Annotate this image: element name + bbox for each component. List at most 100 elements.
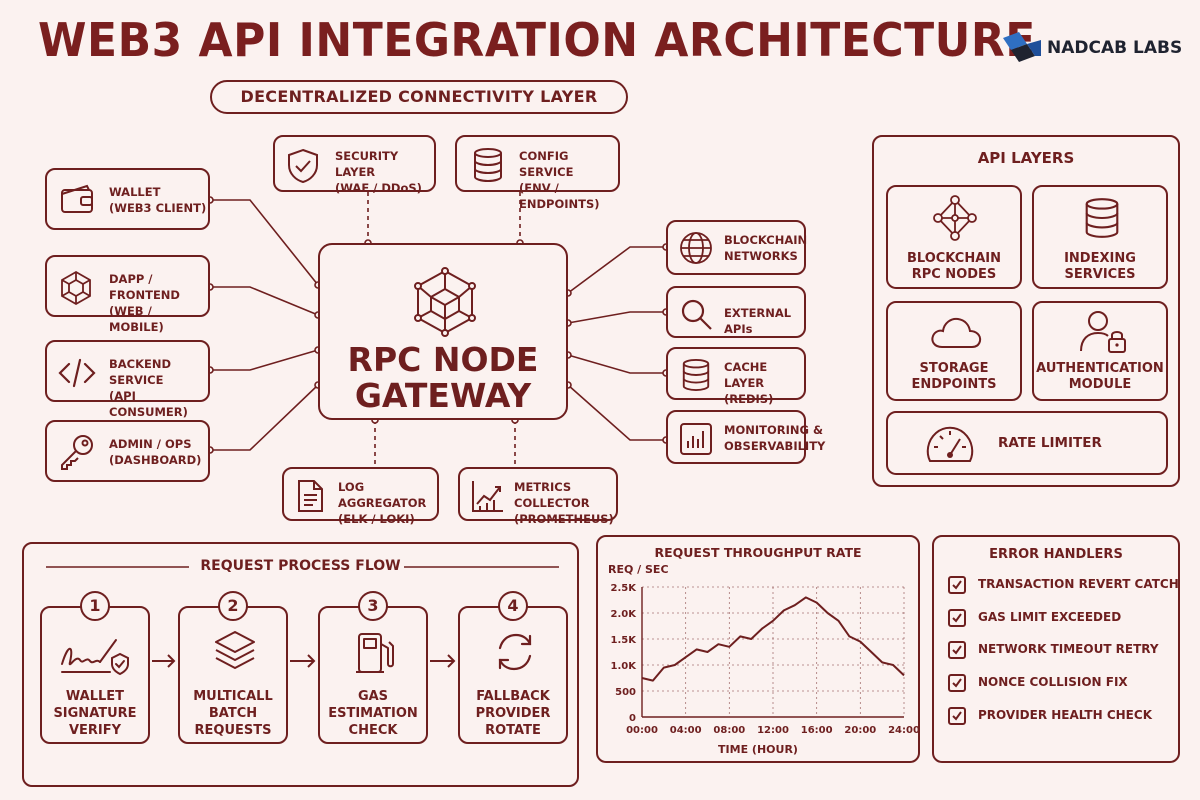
x-tick-label: 24:00 [888, 725, 918, 736]
layer-indexing[interactable]: INDEXING SERVICES [1032, 185, 1168, 289]
flow-step-4-line3: ROTATE [485, 723, 541, 738]
client-admin-label: ADMIN / OPS [109, 437, 192, 451]
trend-chart-icon [472, 481, 503, 512]
checkbox-checked-icon[interactable] [948, 674, 966, 692]
document-icon [298, 480, 323, 512]
service-metrics-collector[interactable]: METRICS COLLECTOR (PROMETHEUS) [458, 467, 618, 526]
client-backend-sub: (API CONSUMER) [109, 389, 188, 419]
flow-step-3[interactable]: GAS ESTIMATION CHECK [318, 606, 428, 744]
layer-authentication[interactable]: AUTHENTICATION MODULE [1032, 301, 1168, 401]
chart-x-label: TIME (HOUR) [718, 743, 798, 756]
rpc-node-gateway[interactable]: RPC NODE GATEWAY [318, 243, 568, 420]
layer-indexing-sub: SERVICES [1064, 267, 1136, 282]
client-admin[interactable]: ADMIN / OPS (DASHBOARD) [45, 420, 210, 482]
error-item-label: NONCE COLLISION FIX [978, 675, 1128, 689]
service-monitoring[interactable]: MONITORING & OBSERVABILITY [666, 410, 825, 464]
error-item[interactable]: NETWORK TIMEOUT RETRY [948, 639, 1188, 663]
client-wallet-sub: (WEB3 CLIENT) [109, 201, 207, 215]
brand-mark-icon [1003, 32, 1041, 62]
flow-step-1-line3: VERIFY [68, 723, 122, 738]
service-metrics-sub: (PROMETHEUS) [514, 512, 614, 526]
flow-step-2-line2: BATCH [208, 706, 258, 721]
checkbox-checked-icon[interactable] [948, 641, 966, 659]
flow-step-4-line2: PROVIDER [475, 706, 551, 721]
service-blockchain-networks[interactable]: BLOCKCHAIN NETWORKS [666, 220, 807, 275]
service-config[interactable]: CONFIG SERVICE (ENV / ENDPOINTS) [455, 135, 620, 211]
key-icon [61, 435, 93, 470]
flow-step-1-line2: SIGNATURE [53, 706, 137, 721]
service-external-apis[interactable]: EXTERNAL APIs [666, 286, 806, 338]
gateway-title-line2: GATEWAY [354, 376, 532, 415]
service-security-label: SECURITY LAYER [335, 149, 399, 179]
client-wallet[interactable]: WALLET (WEB3 CLIENT) [45, 168, 210, 230]
layer-auth-sub: MODULE [1068, 377, 1132, 392]
page-title: WEB3 API INTEGRATION ARCHITECTURE [38, 14, 1036, 68]
service-security[interactable]: SECURITY LAYER (WAF / DDoS) [273, 135, 436, 195]
flow-step-2-number: 2 [218, 591, 248, 621]
database-icon [682, 359, 710, 392]
client-backend[interactable]: BACKEND SERVICE (API CONSUMER) [45, 340, 210, 419]
error-item[interactable]: GAS LIMIT EXCEEDED [948, 607, 1188, 631]
error-item[interactable]: TRANSACTION REVERT CATCH [948, 574, 1188, 598]
layer-blockchain-sub: RPC NODES [911, 267, 997, 282]
x-tick-label: 04:00 [670, 725, 702, 736]
client-dapp[interactable]: DAPP / FRONTEND (WEB / MOBILE) [45, 255, 210, 334]
service-config-label: CONFIG SERVICE [519, 149, 574, 179]
x-tick-label: 20:00 [844, 725, 876, 736]
layer-rate-limiter[interactable]: RATE LIMITER [886, 411, 1168, 475]
service-config-sub: (ENV / ENDPOINTS) [519, 181, 600, 211]
error-item-label: NETWORK TIMEOUT RETRY [978, 642, 1159, 656]
chart-y-label: REQ / SEC [608, 563, 669, 576]
flow-step-4-number: 4 [498, 591, 528, 621]
client-wallet-label: WALLET [109, 185, 161, 199]
layer-blockchain-rpc[interactable]: BLOCKCHAIN RPC NODES [886, 185, 1022, 289]
user-lock-icon [1080, 311, 1126, 353]
y-tick-label: 500 [615, 687, 636, 698]
client-dapp-sub: (WEB / MOBILE) [109, 304, 164, 334]
service-monitoring-sub: OBSERVABILITY [724, 439, 826, 453]
code-icon [58, 358, 96, 388]
series-line [641, 596, 905, 682]
x-tick-label: 12:00 [757, 725, 789, 736]
layer-blockchain-label: BLOCKCHAIN [906, 251, 1001, 266]
flow-step-3-line2: ESTIMATION [328, 706, 418, 721]
shield-icon [288, 148, 318, 184]
y-tick-label: 1.5K [611, 635, 638, 646]
error-item-label: TRANSACTION REVERT CATCH [978, 577, 1179, 591]
api-layers-title: API LAYERS [977, 149, 1075, 167]
globe-icon [680, 232, 712, 264]
service-blockchain-sub: NETWORKS [724, 249, 798, 263]
rate-limiter-label: RATE LIMITER [998, 435, 1102, 451]
x-tick-label: 00:00 [626, 725, 658, 736]
service-external-label: EXTERNAL APIs [724, 306, 792, 336]
cube-network-icon [61, 270, 91, 306]
service-metrics-label: METRICS COLLECTOR [514, 480, 590, 510]
flow-step-1-number: 1 [80, 591, 110, 621]
error-item-label: GAS LIMIT EXCEEDED [978, 610, 1122, 624]
flow-title-rules [46, 566, 559, 568]
gateway-title-line1: RPC NODE [347, 340, 539, 379]
refresh-icon [498, 633, 532, 671]
layer-auth-label: AUTHENTICATION [1036, 361, 1164, 376]
error-item[interactable]: PROVIDER HEALTH CHECK [948, 705, 1188, 729]
checkbox-checked-icon[interactable] [948, 609, 966, 627]
page-subtitle: DECENTRALIZED CONNECTIVITY LAYER [210, 80, 628, 114]
layer-storage-sub: ENDPOINTS [911, 377, 997, 392]
client-admin-sub: (DASHBOARD) [109, 453, 202, 467]
layer-storage[interactable]: STORAGE ENDPOINTS [886, 301, 1022, 401]
checkbox-checked-icon[interactable] [948, 707, 966, 725]
error-item[interactable]: NONCE COLLISION FIX [948, 672, 1188, 696]
layer-storage-label: STORAGE [919, 361, 989, 376]
flow-step-3-line1: GAS [357, 689, 389, 704]
flow-title: REQUEST PROCESS FLOW [200, 558, 401, 574]
checkbox-checked-icon[interactable] [948, 576, 966, 594]
errors-title: ERROR HANDLERS [989, 547, 1123, 562]
flow-step-4-line1: FALLBACK [476, 689, 550, 704]
service-cache[interactable]: CACHE LAYER (REDIS) [666, 347, 806, 406]
error-item-label: PROVIDER HEALTH CHECK [978, 708, 1152, 722]
service-log-aggregator[interactable]: LOG AGGREGATOR (ELK / LOKI) [282, 467, 439, 526]
node-graph-icon [933, 195, 977, 241]
x-tick-label: 08:00 [713, 725, 745, 736]
